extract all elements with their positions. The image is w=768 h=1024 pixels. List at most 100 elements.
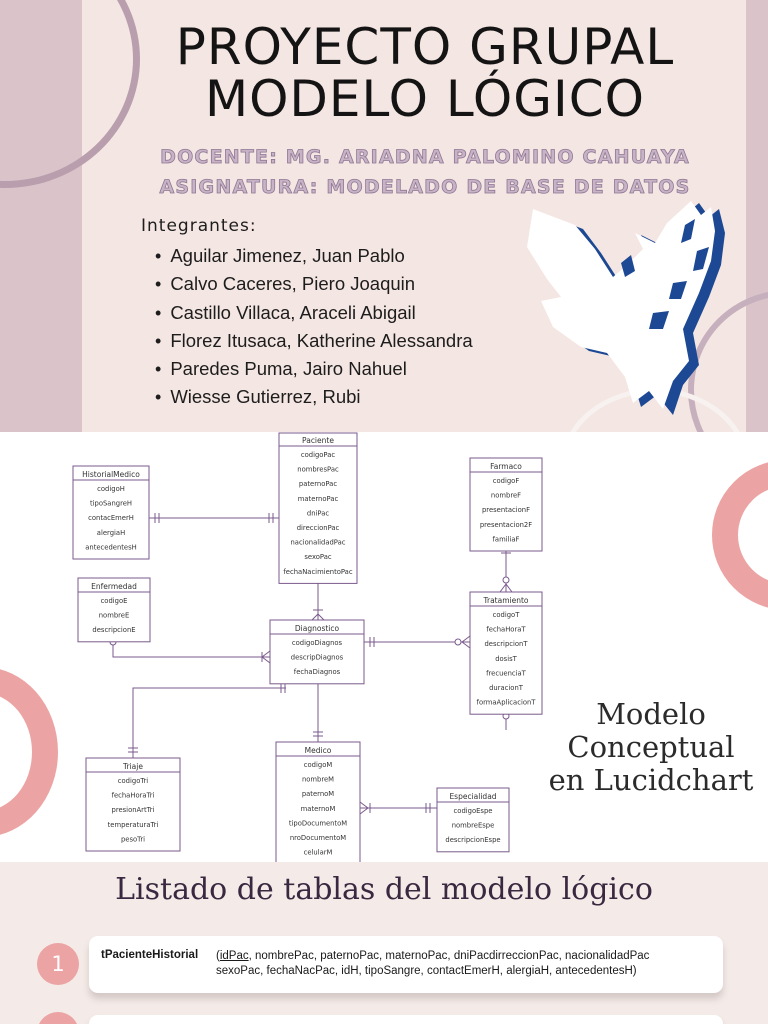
entity-attribute: codigoT — [493, 611, 521, 619]
entity-attribute: descripcionEspe — [445, 836, 500, 844]
entity-diagnostico: DiagnosticocodigoDiagnosdescripDiagnosfe… — [269, 619, 365, 685]
fields-line-1: , nombrePac, paternoPac, maternoPac, dni… — [248, 950, 650, 962]
relationship-line — [132, 687, 286, 758]
relationship-optional-marker — [454, 638, 462, 646]
entity-attribute: dosisT — [495, 655, 517, 663]
erd-diagram: PacientecodigoPacnombresPacpaternoPacmat… — [72, 432, 543, 862]
entity-attribute: fechaNacimientoPac — [283, 568, 352, 576]
entity-attribute: nombreF — [491, 492, 521, 500]
member-item: Castillo Villaca, Araceli Abigail — [155, 299, 473, 327]
entity-name: Especialidad — [449, 792, 496, 801]
entity-attribute: pesoTri — [121, 835, 145, 843]
entity-attribute: formaAplicacionT — [477, 699, 537, 707]
eagle-body — [527, 201, 715, 409]
entity-attribute: codigoF — [493, 477, 520, 485]
entity-attribute: contacEmerH — [88, 514, 134, 522]
section-heading: Listado de tablas del modelo lógico — [115, 872, 653, 907]
member-item: Paredes Puma, Jairo Nahuel — [155, 355, 473, 383]
entity-attribute: codigoE — [101, 597, 128, 605]
entity-attribute: sexoPac — [304, 553, 332, 561]
entity-attribute: dniPac — [307, 509, 329, 517]
entity-attribute: tipoSangreH — [90, 500, 132, 508]
entity-attribute: maternoPac — [298, 495, 339, 503]
relationship-one-marker — [268, 513, 274, 523]
entity-box — [269, 619, 365, 685]
entity-attribute: paternoPac — [299, 480, 337, 488]
table-card: tPacienteHistorial (idPac, nombrePac, pa… — [89, 936, 723, 993]
entity-especialidad: EspecialidadcodigoEspenombreEspedescripc… — [436, 787, 510, 853]
entity-attribute: frecuenciaT — [486, 669, 527, 677]
entity-attribute: presionArtTri — [112, 806, 155, 814]
entity-triaje: TriajecodigoTrifechaHoraTripresionArtTri… — [85, 757, 181, 852]
entity-medico: MedicocodigoMnombreMpaternoMmaternoMtipo… — [275, 741, 361, 862]
entity-attribute: familiaF — [493, 535, 520, 543]
relationship-many-marker — [461, 635, 471, 649]
entity-attribute: duracionT — [489, 684, 524, 692]
entity-name: Enfermedad — [91, 582, 137, 591]
relationship-one-marker — [154, 513, 160, 523]
member-item: Florez Itusaca, Katherine Alessandra — [155, 327, 472, 355]
entity-name: Tratamiento — [483, 596, 529, 605]
entity-attribute: codigoDiagnos — [292, 639, 343, 647]
entity-attribute: paternoM — [302, 790, 334, 798]
relationship-one-marker — [369, 637, 375, 647]
diagram-caption-line: Conceptual — [567, 730, 735, 764]
eagle-logo-icon — [527, 201, 725, 415]
table-fields: (idPac, nombrePac, paternoPac, maternoPa… — [216, 949, 716, 979]
diagram-caption-line: en Lucidchart — [548, 763, 754, 797]
entity-attribute: nombreE — [99, 612, 130, 620]
entity-attribute: presentacionF — [482, 506, 530, 514]
entity-attribute: descripDiagnos — [291, 654, 344, 662]
integrantes-label: Integrantes: — [141, 216, 257, 236]
entity-attribute: nombreM — [302, 776, 334, 784]
fields-open-paren: ( — [216, 950, 220, 962]
diagram-caption-line: Modelo — [596, 697, 706, 731]
entity-attribute: temperaturaTri — [108, 821, 159, 829]
erd-entities: PacientecodigoPacnombresPacpaternoPacmat… — [72, 432, 543, 862]
entity-box — [436, 787, 510, 853]
entity-attribute: codigoEspe — [454, 807, 493, 815]
entity-enfermedad: Enfermedad codigoE nombreE descripcionE — [77, 577, 151, 643]
fields-line-2: sexoPac, fechaNacPac, idH, tipoSangre, c… — [216, 965, 637, 977]
member-item: Calvo Caceres, Piero Joaquin — [155, 270, 473, 298]
member-item: Wiesse Gutierrez, Rubi — [155, 383, 473, 411]
entity-box — [278, 432, 358, 584]
entity-attribute: nacionalidadPac — [291, 539, 346, 547]
entity-box — [469, 591, 543, 715]
title-section: PROYECTO GRUPAL MODELO LÓGICO DOCENTE: M… — [0, 0, 768, 432]
entity-attribute: antecedentesH — [85, 543, 137, 551]
relationship-many-marker — [499, 583, 513, 593]
item-number-badge: 1 — [37, 943, 79, 985]
entity-paciente: PacientecodigoPacnombresPacpaternoPacmat… — [278, 432, 358, 584]
model-title: MODELO LÓGICO — [204, 70, 646, 128]
entity-name: Triaje — [122, 762, 143, 771]
entity-name: Medico — [305, 746, 332, 755]
entity-attribute: maternoM — [301, 805, 336, 813]
entity-box — [275, 741, 361, 862]
relationship-many-marker — [311, 609, 325, 621]
relationship-optional-marker — [502, 576, 510, 584]
entity-attribute: codigoM — [304, 761, 333, 769]
entity-name: Paciente — [302, 436, 334, 445]
eagle-stripes — [621, 219, 709, 329]
item-number-badge: 2 — [37, 1012, 79, 1024]
logical-tables-section: Listado de tablas del modelo lógico 1 tP… — [0, 862, 768, 1024]
relationship-many-marker — [359, 801, 371, 815]
member-item: Aguilar Jimenez, Juan Pablo — [155, 242, 473, 270]
asignatura-line: ASIGNATURA: MODELADO DE BASE DE DATOS — [159, 176, 691, 199]
relationship-one-marker — [425, 803, 431, 813]
relationship-one-marker — [313, 731, 323, 737]
entity-name: Farmaco — [490, 462, 522, 471]
entity-tratamiento: TratamientocodigoTfechaHoraTdescripcionT… — [469, 591, 543, 715]
entity-attribute: fechaHoraTri — [112, 792, 155, 800]
entity-attribute: codigoPac — [301, 451, 336, 459]
entity-attribute: descripcionT — [484, 640, 528, 648]
entity-attribute: direccionPac — [297, 524, 340, 532]
entity-box — [469, 457, 543, 552]
table-card — [89, 1015, 723, 1024]
entity-box — [77, 577, 151, 643]
entity-attribute: descripcionE — [92, 626, 135, 634]
entity-name: HistorialMedico — [82, 470, 140, 479]
entity-attribute: nroDocumentoM — [290, 834, 346, 842]
